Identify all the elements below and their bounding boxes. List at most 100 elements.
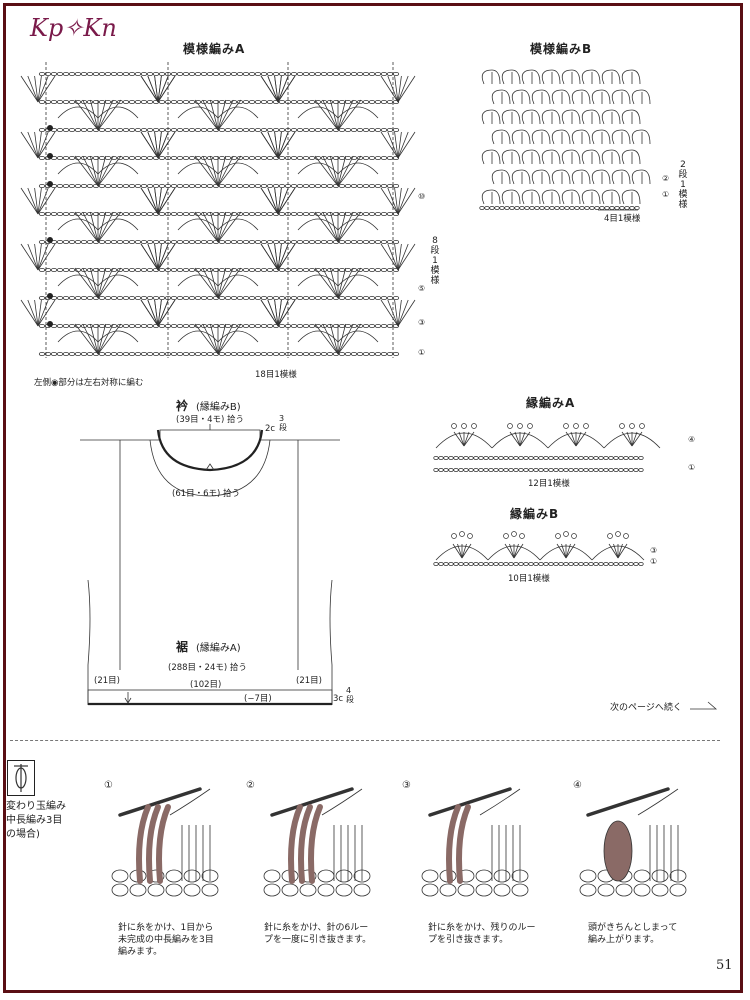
crochet-hook: [428, 787, 512, 817]
chain-stitch: [350, 295, 358, 300]
fan-stitch: [209, 323, 219, 355]
fan-stitch: [337, 267, 347, 299]
chain-stitch: [98, 71, 106, 76]
chain-stitch: [170, 295, 178, 300]
fan-stitch: [147, 75, 159, 103]
step-3-number: ③: [402, 780, 411, 791]
fan-stitch: [74, 267, 99, 299]
chain-stitch: [104, 71, 112, 76]
chain-stitch: [260, 156, 268, 161]
chain-stitch: [619, 205, 625, 210]
chain-stitch: [374, 156, 382, 161]
chain-stitch: [266, 239, 274, 244]
chain-stitch: [98, 128, 106, 133]
chain-stitch: [308, 71, 316, 76]
chain-stitch: [260, 351, 268, 356]
chain-stitch: [50, 100, 58, 105]
chain-stitch: [332, 295, 340, 300]
chain-stitch: [74, 351, 82, 356]
fan-stitch: [267, 243, 279, 271]
fan-stitch: [461, 543, 467, 559]
chain-stitch: [224, 267, 232, 272]
chain-stitch: [158, 351, 166, 356]
fabric-loop: [493, 869, 511, 883]
chain-stitch: [448, 562, 454, 567]
arch-chain: [297, 330, 379, 343]
edging-a-repeat: 12目1模様: [528, 479, 570, 489]
chain-stitch: [468, 456, 474, 461]
chain-stitch: [296, 211, 304, 216]
chain-stitch: [473, 468, 479, 473]
chain-stitch: [128, 128, 136, 133]
chain-stitch: [248, 295, 256, 300]
fabric-loop: [335, 883, 353, 897]
picot-stitch: [459, 531, 465, 537]
chain-stitch: [260, 128, 268, 133]
arch-chain: [57, 218, 139, 231]
loop-stitch: [541, 149, 561, 165]
chain-stitch: [362, 239, 370, 244]
chain-stitch: [326, 267, 334, 272]
chain-stitch: [458, 562, 464, 567]
hem-depth: 3c: [333, 694, 344, 704]
fan-stitch: [34, 243, 39, 271]
chain-stitch: [368, 71, 376, 76]
fan-stitch: [97, 267, 114, 299]
chain-stitch: [236, 184, 244, 189]
chain-stitch: [320, 295, 328, 300]
chain-stitch: [122, 295, 130, 300]
marker-dot: [47, 181, 53, 187]
chain-stitch: [338, 351, 346, 356]
chain-stitch: [260, 239, 268, 244]
chain-stitch: [392, 239, 400, 244]
chain-stitch: [230, 295, 238, 300]
fan-stitch: [617, 543, 623, 559]
fan-stitch: [37, 75, 56, 103]
step-2-caption: 針に糸をかけ、針の6ルー プを一度に引き抜きます。: [264, 922, 389, 946]
chain-stitch: [489, 205, 495, 210]
chain-stitch: [320, 184, 328, 189]
chain-stitch: [98, 156, 106, 161]
chain-stitch: [254, 239, 262, 244]
chain-stitch: [182, 239, 190, 244]
chain-stitch: [320, 351, 328, 356]
chain-stitch: [242, 351, 250, 356]
fan-stitch: [97, 99, 114, 131]
chain-stitch: [86, 323, 94, 328]
chain-stitch: [218, 128, 226, 133]
chain-stitch: [514, 205, 520, 210]
fan-stitch: [194, 155, 219, 187]
fan-stitch: [387, 187, 399, 215]
chain-stitch: [218, 267, 226, 272]
fan-stitch: [277, 243, 289, 271]
chain-stitch: [278, 184, 286, 189]
chain-stitch: [152, 211, 160, 216]
fan-stitch: [37, 75, 42, 103]
chain-stitch: [386, 239, 394, 244]
chain-stitch: [146, 267, 154, 272]
chain-stitch: [523, 468, 529, 473]
chain-stitch: [116, 71, 124, 76]
fan-stitch: [217, 211, 234, 243]
chain-stitch: [62, 351, 70, 356]
chain-stitch: [392, 128, 400, 133]
picot-stitch: [607, 533, 613, 539]
chain-stitch: [573, 562, 579, 567]
chain-stitch: [206, 156, 214, 161]
chain-stitch: [206, 71, 214, 76]
chain-stitch: [608, 562, 614, 567]
fan-stitch: [565, 543, 571, 559]
fan-stitch: [617, 543, 628, 559]
loop-stitch: [551, 129, 571, 145]
chain-stitch: [224, 323, 232, 328]
chain-stitch: [146, 295, 154, 300]
fan-stitch: [337, 267, 354, 299]
chain-stitch: [296, 323, 304, 328]
chain-stitch: [338, 267, 346, 272]
yarn-loop: [156, 804, 171, 884]
chain-stitch: [503, 456, 509, 461]
fan-stitch: [267, 299, 279, 327]
loop-stitch: [521, 189, 541, 205]
chain-stitch: [98, 184, 106, 189]
chain-stitch: [248, 100, 256, 105]
